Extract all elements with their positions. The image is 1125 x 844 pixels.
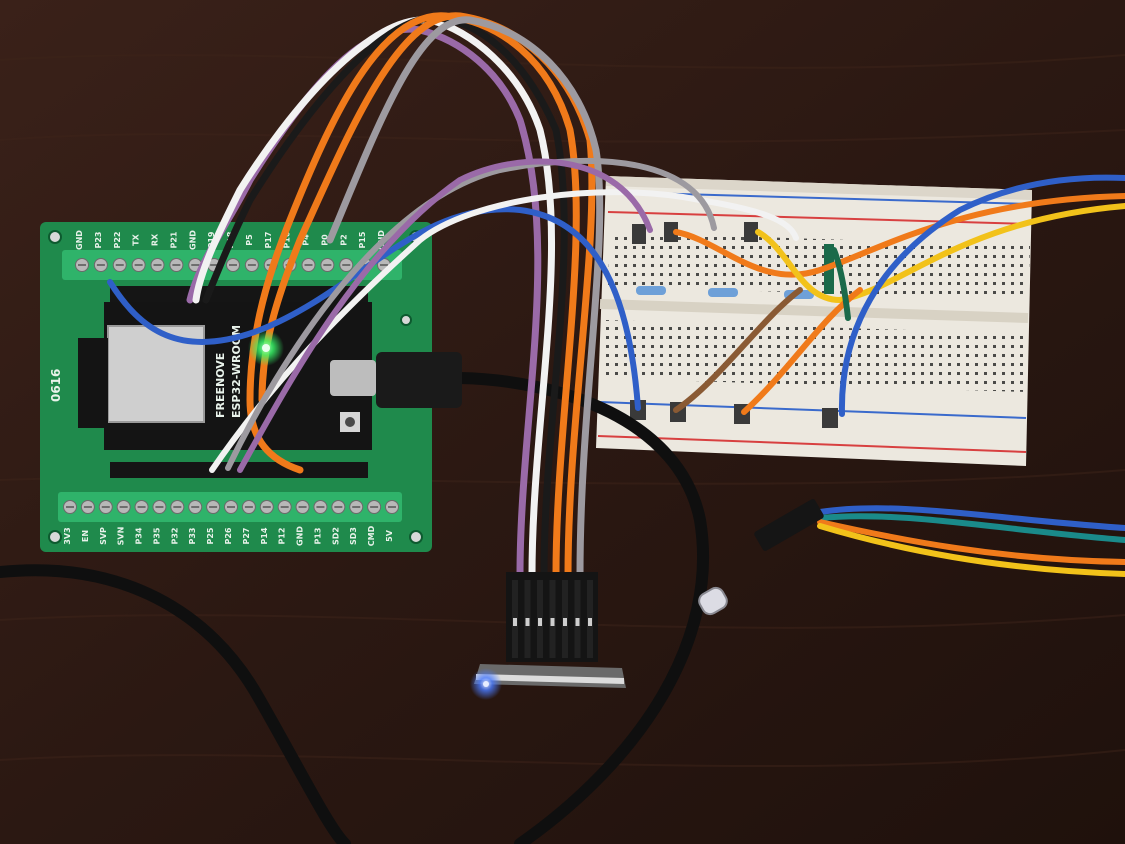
header-socket-top (110, 286, 368, 302)
header-pin-contact (550, 618, 555, 626)
top-pin-label: GND (75, 230, 84, 250)
top-pin-label: P4 (302, 234, 311, 246)
bottom-pin-label: P14 (260, 527, 269, 544)
top-pin-label: P15 (358, 231, 367, 248)
bottom-pin-label: P32 (170, 528, 179, 545)
jumper-wires (107, 157, 1125, 473)
bottom-pin-label: SVN (117, 527, 126, 546)
header-pin-contact (575, 618, 580, 626)
bottom-pin-label: P12 (278, 528, 287, 545)
header-pin-contact (563, 618, 567, 626)
top-pin-label: P5 (245, 234, 254, 246)
top-pin-label: P22 (113, 232, 122, 249)
sensor-connector (754, 499, 824, 551)
top-screws (75, 258, 391, 272)
bottom-screws (63, 500, 399, 514)
bottom-pin-label: SD3 (349, 527, 358, 545)
bottom-pin-label: CMD (367, 525, 376, 546)
jumper-plug (822, 408, 838, 428)
top-pin-label: P2 (339, 234, 348, 245)
jumper-plug (664, 222, 678, 242)
jumper-plug (632, 224, 646, 244)
bottom-pin-label: P34 (135, 527, 144, 544)
resistor (708, 288, 738, 297)
bottom-pin-label: P13 (313, 528, 322, 545)
resistor (636, 286, 666, 295)
jumper-plug (744, 222, 758, 242)
bottom-pin-label: P33 (188, 528, 197, 545)
top-pin-label: P17 (264, 232, 273, 249)
mount-hole (409, 530, 423, 544)
top-pin-label: TX (132, 233, 141, 245)
bottom-pin-label: P27 (242, 528, 251, 545)
header-pins (512, 580, 593, 658)
usb-c-port (330, 360, 376, 396)
esp32-antenna (78, 338, 108, 428)
bottom-pin-label: P35 (152, 527, 161, 544)
sensor-cable (698, 499, 1125, 616)
module-brand-label: FREENOVE (214, 353, 227, 418)
bottom-pin-label: P25 (206, 527, 215, 544)
top-pin-label: GND (188, 230, 197, 250)
mount-hole (48, 230, 62, 244)
bottom-pin-label: 5V (385, 529, 394, 542)
header-pin-contact (538, 618, 542, 626)
usb-c-plug (376, 352, 462, 408)
jumper-wire-bundle (186, 12, 604, 579)
top-pin-label: P19 (207, 231, 216, 248)
small-module (470, 572, 626, 700)
top-pin-label: P23 (94, 232, 103, 249)
top-pin-label: RX (151, 233, 160, 246)
blue-status-led (483, 681, 489, 687)
mount-hole (400, 314, 412, 326)
bottom-pin-label: P26 (224, 527, 233, 544)
mount-hole (48, 530, 62, 544)
top-pin-label: P16 (283, 231, 292, 248)
header-pin-contact (588, 618, 592, 626)
usb-cable (0, 352, 710, 844)
bottom-pin-label: EN (81, 530, 90, 542)
bottom-pin-label: SD2 (331, 527, 340, 545)
boot-button-cap (345, 417, 355, 427)
header-pin-contact (513, 618, 517, 626)
bottom-pin-label: 3V3 (63, 527, 72, 544)
top-pin-label: P0 (320, 234, 329, 246)
module-name-label: ESP32-WROOM (230, 325, 243, 418)
breadboard (596, 176, 1032, 466)
green-power-led (262, 344, 270, 352)
header-pin-contact (525, 618, 530, 626)
bottom-pin-labels: 3V3 EN SVP SVN P34 P35 P32 P33 P25 P26 P27 P14 P12 GN… (63, 525, 394, 546)
bottom-pin-label: SVP (99, 527, 108, 545)
bottom-pin-label: GND (296, 526, 305, 546)
sensor-led-lens (698, 586, 728, 616)
board-model-label: 0616 (49, 369, 63, 402)
top-pin-label: P21 (169, 231, 178, 248)
